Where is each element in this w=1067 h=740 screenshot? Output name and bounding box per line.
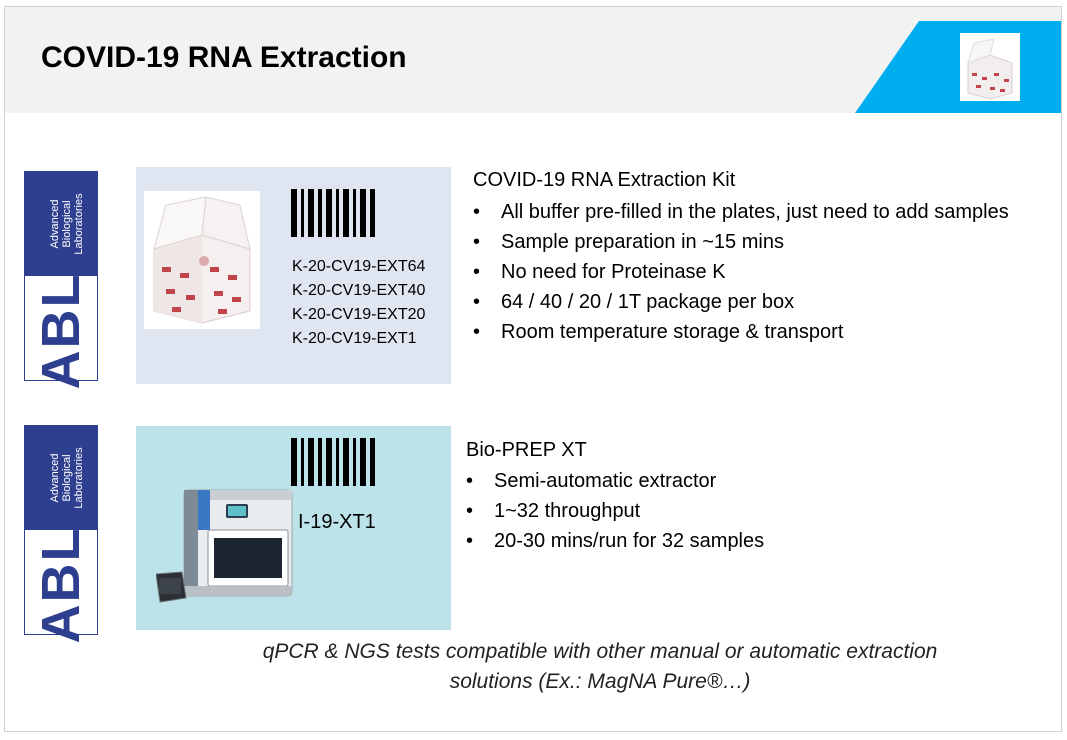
instrument-code: I-19-XT1 xyxy=(298,511,376,533)
instrument-feature-list: Semi-automatic extractor 1~32 throughput… xyxy=(466,466,1026,556)
compatibility-note: qPCR & NGS tests compatible with other m… xyxy=(205,637,995,697)
instrument-title: Bio-PREP XT xyxy=(466,439,587,461)
abl-logo-banner: Advanced Biological Laboratories xyxy=(25,426,97,530)
list-item: 1~32 throughput xyxy=(466,496,1026,526)
kit-box-image xyxy=(144,191,260,329)
kit-barcode-icon xyxy=(291,189,375,237)
corner-accent-shape xyxy=(855,21,1061,113)
kit-code-1: K-20-CV19-EXT64 xyxy=(292,258,426,275)
instrument-barcode-icon xyxy=(291,438,375,486)
list-item: 64 / 40 / 20 / 1T package per box xyxy=(473,287,1031,317)
abl-logo-text: ABL xyxy=(31,526,91,644)
instrument-product-panel: I-19-XT1 xyxy=(136,426,451,630)
kit-code-3: K-20-CV19-EXT20 xyxy=(292,306,426,323)
kit-code-4: K-20-CV19-EXT1 xyxy=(292,330,417,347)
page-title: COVID-19 RNA Extraction xyxy=(41,41,407,74)
slide: COVID-19 RNA Extraction Advanced Biologi… xyxy=(4,6,1062,732)
kit-product-panel: K-20-CV19-EXT64 K-20-CV19-EXT40 K-20-CV1… xyxy=(136,167,451,384)
kit-title: COVID-19 RNA Extraction Kit xyxy=(473,169,736,191)
abl-logo: Advanced Biological Laboratories ABL xyxy=(24,171,98,390)
kit-feature-list: All buffer pre-filled in the plates, jus… xyxy=(473,197,1031,347)
extractor-instrument-image xyxy=(156,489,293,603)
list-item: All buffer pre-filled in the plates, jus… xyxy=(473,197,1031,227)
list-item: Sample preparation in ~15 mins xyxy=(473,227,1031,257)
list-item: No need for Proteinase K xyxy=(473,257,1031,287)
abl-logo-text: ABL xyxy=(31,272,91,390)
list-item: Room temperature storage & transport xyxy=(473,317,1031,347)
kit-code-2: K-20-CV19-EXT40 xyxy=(292,282,426,299)
compatibility-note-line2: solutions (Ex.: MagNA Pure®…) xyxy=(449,670,751,693)
abl-logo-banner: Advanced Biological Laboratories xyxy=(25,172,97,276)
abl-logo: Advanced Biological Laboratories ABL xyxy=(24,425,98,644)
list-item: 20-30 mins/run for 32 samples xyxy=(466,526,1026,556)
list-item: Semi-automatic extractor xyxy=(466,466,1026,496)
compatibility-note-line1: qPCR & NGS tests compatible with other m… xyxy=(262,640,938,663)
kit-thumbnail-image xyxy=(960,33,1020,101)
header-bar: COVID-19 RNA Extraction xyxy=(5,7,1061,113)
